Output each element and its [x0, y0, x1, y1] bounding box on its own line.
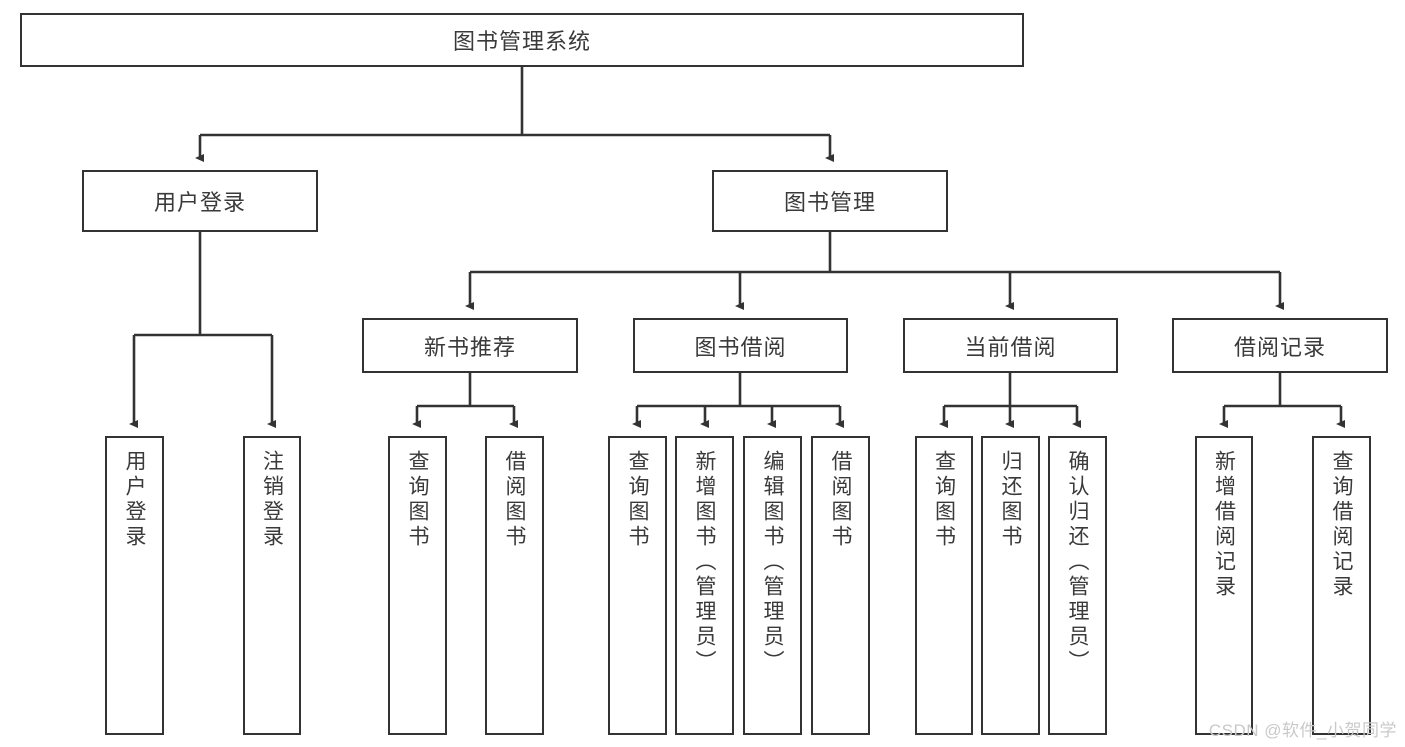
leaf-logout[interactable]: 注销登录 — [243, 436, 301, 735]
node-label: 查询借阅记录 — [1330, 450, 1353, 600]
node-label: 归还图书 — [999, 450, 1022, 550]
node-current-borrow[interactable]: 当前借阅 — [903, 318, 1118, 373]
connector-userlogin-to-leaves — [129, 232, 276, 428]
connector-borrowrecord-to-leaves — [1219, 373, 1345, 428]
connector-bookborrow-to-leaves — [632, 373, 844, 428]
leaf-return-book[interactable]: 归还图书 — [981, 436, 1040, 735]
node-user-login[interactable]: 用户登录 — [82, 170, 318, 232]
connector-currentborrow-to-leaves — [939, 373, 1081, 428]
node-label: 用户登录 — [123, 450, 146, 550]
leaf-add-book-admin[interactable]: 新增图书（管理员） — [675, 436, 734, 735]
node-label: 新增借阅记录 — [1212, 450, 1236, 600]
leaf-borrow-book-recommend[interactable]: 借阅图书 — [485, 436, 544, 735]
node-label: 借阅记录 — [1233, 334, 1326, 360]
leaf-query-book-current[interactable]: 查询图书 — [915, 436, 973, 735]
node-label: 图书管理 — [783, 190, 876, 215]
node-label: 确认归还（管理员） — [1066, 450, 1089, 675]
node-label: 新书推荐 — [423, 334, 516, 360]
node-label: 图书借阅 — [694, 334, 787, 360]
node-book-borrow[interactable]: 图书借阅 — [633, 318, 848, 373]
node-root-system[interactable]: 图书管理系统 — [20, 13, 1024, 67]
connector-newbook-to-leaves — [412, 373, 518, 428]
leaf-add-borrow-record[interactable]: 新增借阅记录 — [1195, 436, 1253, 735]
node-label: 注销登录 — [260, 450, 284, 550]
leaf-query-borrow-record[interactable]: 查询借阅记录 — [1312, 436, 1371, 735]
node-label: 查询图书 — [626, 450, 649, 550]
node-label: 借阅图书 — [829, 450, 852, 550]
connector-bookmgmt-to-level3 — [465, 232, 1284, 310]
node-label: 编辑图书（管理员） — [761, 450, 784, 675]
leaf-user-login[interactable]: 用户登录 — [105, 436, 164, 735]
node-book-management[interactable]: 图书管理 — [712, 170, 948, 232]
node-borrow-record[interactable]: 借阅记录 — [1172, 318, 1388, 373]
leaf-edit-book-admin[interactable]: 编辑图书（管理员） — [743, 436, 802, 735]
leaf-borrow-book[interactable]: 借阅图书 — [811, 436, 870, 735]
node-label: 借阅图书 — [503, 450, 526, 550]
node-label: 查询图书 — [406, 450, 429, 550]
node-label: 当前借阅 — [964, 334, 1057, 360]
node-label: 新增图书（管理员） — [693, 450, 716, 675]
leaf-query-book-borrow[interactable]: 查询图书 — [608, 436, 667, 735]
node-label: 图书管理系统 — [452, 29, 591, 54]
node-new-book-recommend[interactable]: 新书推荐 — [362, 318, 578, 373]
leaf-confirm-return-admin[interactable]: 确认归还（管理员） — [1048, 436, 1107, 735]
node-label: 用户登录 — [153, 190, 246, 215]
leaf-query-book-recommend[interactable]: 查询图书 — [388, 436, 447, 735]
connector-root-to-level2 — [195, 67, 834, 162]
node-label: 查询图书 — [932, 450, 956, 550]
